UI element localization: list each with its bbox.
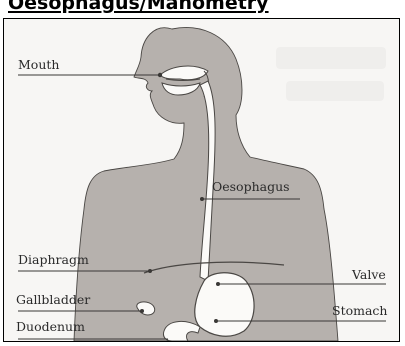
anatomy-diagram: Mouth Oesophagus Diaphragm Valve Gallbla…	[4, 19, 399, 341]
label-gallbladder: Gallbladder	[16, 292, 90, 307]
anatomy-figure: Mouth Oesophagus Diaphragm Valve Gallbla…	[3, 18, 400, 342]
label-oesophagus: Oesophagus	[212, 179, 290, 194]
label-mouth: Mouth	[18, 57, 59, 72]
page-title: Oesophagus/Manometry	[8, 0, 269, 13]
stomach-shape	[195, 273, 254, 337]
label-diaphragm: Diaphragm	[18, 252, 89, 267]
label-valve: Valve	[351, 267, 386, 282]
label-duodenum: Duodenum	[16, 319, 85, 334]
label-stomach: Stomach	[332, 303, 387, 318]
